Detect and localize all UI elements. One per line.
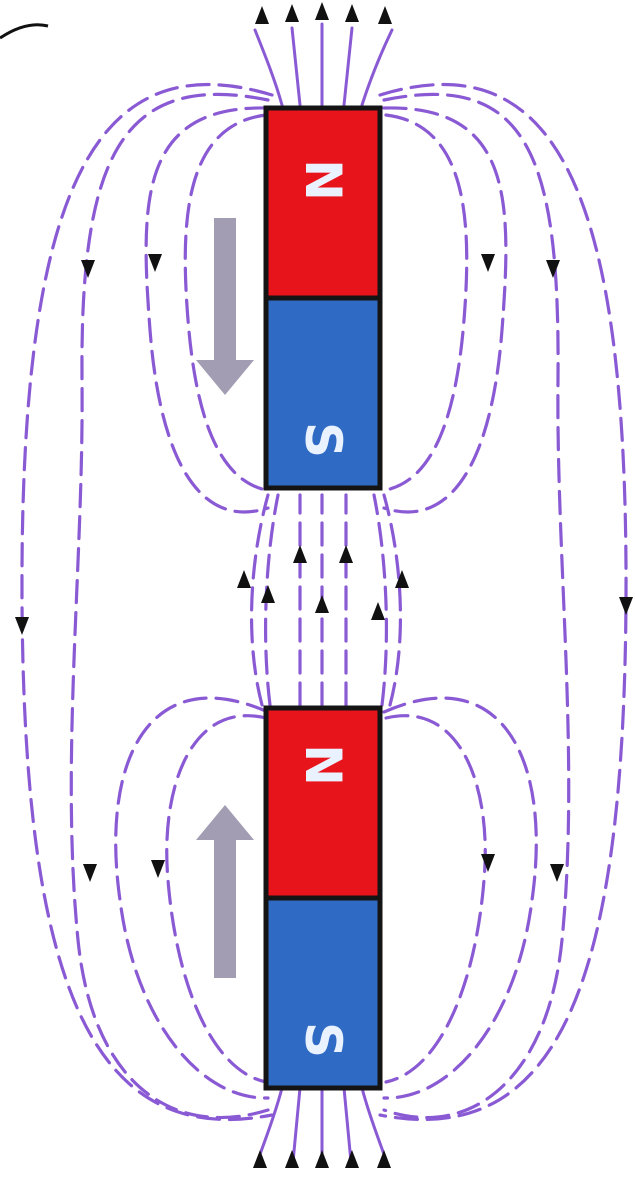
field-line-bottom-in-right — [384, 714, 487, 1084]
field-arrow-down-icon — [546, 260, 560, 278]
arrow-down-icon — [196, 218, 254, 395]
top-magnet-north-label: N — [294, 159, 352, 201]
field-line-top-mid-left — [144, 106, 270, 514]
field-line-top-in-left — [183, 113, 268, 492]
field-line-top-pole-4 — [342, 26, 354, 107]
field-arrow-up-icon — [371, 602, 385, 620]
field-arrow-up-icon — [253, 1150, 267, 1168]
cropped-glyph-fragment — [0, 23, 49, 40]
field-arrow-up-icon — [237, 570, 251, 588]
field-arrow-up-icon — [339, 545, 353, 563]
field-line-bottom-mid-left — [114, 696, 270, 1100]
field-line-top-pole-5 — [360, 28, 394, 107]
field-line-bottom-pole-5 — [360, 1086, 388, 1162]
field-line-bottom-pole-1 — [256, 1086, 284, 1162]
field-arrow-down-icon — [81, 260, 95, 278]
field-line-top-pole-2 — [290, 26, 302, 107]
field-arrows — [15, 2, 633, 1168]
bottom-magnet-north-label: N — [294, 744, 352, 786]
field-arrow-up-icon — [378, 6, 392, 24]
field-arrow-down-icon — [148, 254, 162, 272]
field-line-gap-6 — [372, 493, 388, 707]
bottom-magnet-south-label: S — [294, 1022, 352, 1058]
field-line-top-pole-1 — [253, 28, 284, 107]
field-line-top-in-right — [384, 113, 469, 492]
bottom-magnet: N S — [263, 705, 383, 1091]
field-arrow-up-icon — [315, 595, 329, 613]
field-arrow-up-icon — [285, 4, 299, 22]
field-arrow-up-icon — [315, 1150, 329, 1168]
field-arrow-down-icon — [15, 617, 29, 635]
top-magnet-south-label: S — [294, 422, 352, 458]
arrow-up-icon — [196, 805, 254, 978]
field-line-bottom-in-left — [165, 714, 268, 1084]
field-arrow-up-icon — [345, 1150, 359, 1168]
field-arrow-down-icon — [151, 860, 165, 878]
field-line-gap-1 — [249, 493, 270, 707]
field-arrow-up-icon — [261, 585, 275, 603]
field-line-top-mid-right — [382, 106, 508, 514]
field-arrow-down-icon — [550, 864, 564, 882]
field-arrow-down-icon — [619, 597, 633, 615]
field-arrow-down-icon — [83, 864, 97, 882]
top-magnet-south-pole — [266, 298, 380, 488]
field-line-big-right — [382, 92, 571, 1120]
field-arrow-down-icon — [481, 854, 495, 872]
bottom-magnet-north-pole — [266, 708, 380, 898]
bottom-magnet-south-pole — [266, 898, 380, 1088]
field-arrow-up-icon — [395, 570, 409, 588]
field-arrow-up-icon — [315, 2, 329, 20]
field-line-gap-7 — [382, 493, 403, 707]
field-line-outer-right — [378, 83, 628, 1121]
field-line-bottom-pole-2 — [291, 1086, 302, 1164]
field-line-bottom-pole-4 — [342, 1086, 353, 1164]
field-arrow-up-icon — [255, 6, 269, 24]
field-line-outer-left — [20, 83, 274, 1121]
top-magnet: N S — [263, 105, 383, 491]
field-line-bottom-mid-right — [382, 696, 538, 1100]
field-arrow-up-icon — [345, 4, 359, 22]
field-arrow-up-icon — [377, 1150, 391, 1168]
top-magnet-north-pole — [266, 108, 380, 298]
field-arrow-up-icon — [293, 545, 307, 563]
field-line-big-left — [69, 92, 270, 1120]
field-arrow-up-icon — [285, 1150, 299, 1168]
field-arrow-down-icon — [481, 254, 495, 272]
